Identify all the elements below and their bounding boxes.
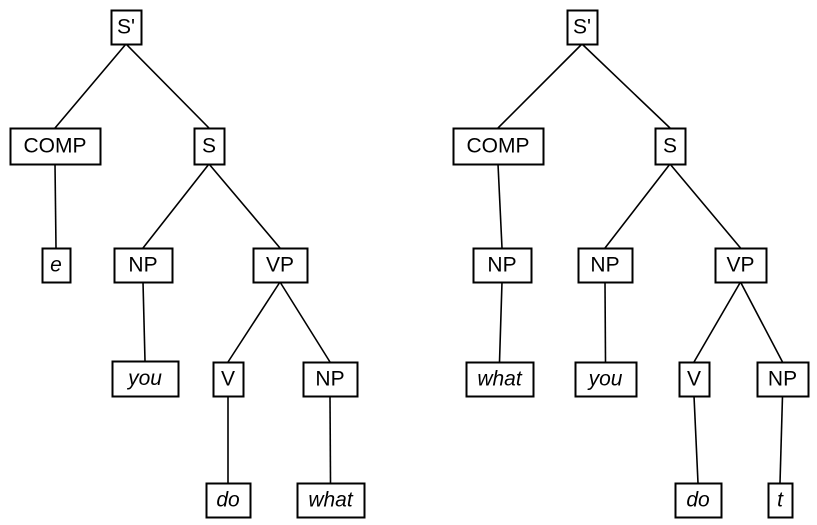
- tree-node-l-you[interactable]: you: [111, 360, 180, 398]
- tree-node-r-s[interactable]: S: [654, 127, 687, 166]
- node-box: [252, 247, 309, 284]
- node-label: what: [308, 489, 354, 512]
- tree-node-l-comp[interactable]: COMP: [9, 127, 102, 166]
- node-box: [296, 482, 366, 519]
- node-label: do: [686, 489, 710, 512]
- tree-node-l-s[interactable]: S: [193, 127, 226, 166]
- tree-node-r-comp[interactable]: COMP: [452, 127, 545, 166]
- tree-node-l-v[interactable]: V: [212, 361, 245, 398]
- node-box: [113, 247, 174, 284]
- node-label: you: [126, 367, 162, 390]
- node-box: [9, 127, 102, 166]
- tree-edge-l-s-to-l-vp: [208, 163, 281, 249]
- node-box: [193, 127, 226, 166]
- node-label: S': [573, 16, 591, 39]
- node-label: NP: [128, 254, 157, 277]
- deep-structure-tree-edges: [54, 43, 332, 484]
- node-box: [714, 247, 768, 284]
- node-box: [110, 9, 143, 46]
- edges-layer: [54, 43, 784, 484]
- tree-edge-r-s-to-r-vp: [669, 163, 742, 249]
- node-label: S: [202, 135, 216, 158]
- tree-edge-l-npobj-to-l-what: [329, 395, 332, 484]
- tree-edge-l-vp-to-l-v: [227, 281, 281, 363]
- tree-node-r-what[interactable]: what: [465, 361, 535, 398]
- node-label: t: [777, 489, 784, 512]
- tree-node-l-what[interactable]: what: [296, 482, 366, 519]
- tree-node-r-v[interactable]: V: [678, 361, 711, 398]
- tree-edge-r-vp-to-r-npobj: [739, 281, 784, 363]
- tree-node-l-vp[interactable]: VP: [252, 247, 309, 284]
- node-label: S': [117, 16, 135, 39]
- node-box: [767, 482, 794, 519]
- node-label: COMP: [24, 135, 87, 158]
- tree-edge-r-sbar-to-r-comp: [497, 43, 583, 129]
- tree-node-l-do[interactable]: do: [205, 482, 252, 519]
- node-box: [574, 361, 638, 398]
- tree-edge-r-s-to-r-npsubj: [604, 163, 671, 249]
- node-label: e: [50, 254, 62, 277]
- tree-edge-r-npcomp-to-r-what: [498, 281, 503, 363]
- node-box: [212, 361, 245, 398]
- node-box: [205, 482, 252, 519]
- tree-node-r-npcomp[interactable]: NP: [472, 247, 533, 284]
- tree-node-r-do[interactable]: do: [674, 482, 723, 519]
- tree-node-r-npsubj[interactable]: NP: [577, 247, 634, 284]
- node-box: [302, 361, 359, 398]
- node-label: you: [587, 368, 623, 391]
- node-box: [472, 247, 533, 284]
- node-box: [566, 9, 599, 46]
- tree-node-l-npobj[interactable]: NP: [302, 361, 359, 398]
- node-label: COMP: [467, 135, 530, 158]
- node-label: VP: [266, 254, 294, 277]
- node-box: [577, 247, 634, 284]
- tree-edge-l-s-to-l-npsubj: [142, 163, 210, 249]
- node-box: [756, 361, 810, 398]
- node-label: NP: [768, 368, 797, 391]
- tree-edge-l-sbar-to-l-comp: [54, 43, 127, 129]
- tree-node-r-vp[interactable]: VP: [714, 247, 768, 284]
- tree-node-r-sbar[interactable]: S': [566, 9, 599, 46]
- node-label: NP: [487, 254, 516, 277]
- tree-node-l-sbar[interactable]: S': [110, 9, 143, 46]
- tree-edge-l-comp-to-l-e: [54, 163, 57, 249]
- tree-edge-l-npsubj-to-l-you: [142, 281, 146, 362]
- node-box: [654, 127, 687, 166]
- tree-node-l-npsubj[interactable]: NP: [113, 247, 174, 284]
- tree-edge-l-vp-to-l-npobj: [279, 281, 331, 363]
- node-label: V: [221, 368, 235, 391]
- tree-node-r-npobj[interactable]: NP: [756, 361, 810, 398]
- node-label: V: [687, 368, 701, 391]
- surface-structure-tree-edges: [497, 43, 784, 484]
- node-label: NP: [315, 368, 344, 391]
- tree-edge-r-vp-to-r-v: [693, 281, 742, 363]
- surface-structure-tree-nodes: S' COMP S NP NP VP what you V NP do t: [452, 9, 810, 519]
- tree-edge-r-comp-to-r-npcomp: [497, 163, 503, 249]
- node-label: NP: [590, 254, 619, 277]
- tree-edge-l-sbar-to-l-s: [125, 43, 210, 129]
- node-label: S: [663, 135, 677, 158]
- tree-node-r-t[interactable]: t: [767, 482, 794, 519]
- tree-edge-r-sbar-to-r-s: [581, 43, 671, 129]
- node-label: do: [216, 489, 240, 512]
- node-label: what: [477, 368, 523, 391]
- tree-node-l-e[interactable]: e: [41, 247, 72, 284]
- node-box: [674, 482, 723, 519]
- tree-edge-r-npobj-to-r-t: [779, 395, 784, 484]
- node-box: [465, 361, 535, 398]
- node-label: VP: [726, 254, 754, 277]
- tree-node-r-you[interactable]: you: [574, 361, 638, 398]
- node-box: [111, 360, 180, 398]
- node-box: [41, 247, 72, 284]
- tree-edge-r-npsubj-to-r-you: [604, 281, 607, 363]
- node-box: [678, 361, 711, 398]
- tree-edge-r-v-to-r-do: [693, 395, 699, 484]
- node-box: [452, 127, 545, 166]
